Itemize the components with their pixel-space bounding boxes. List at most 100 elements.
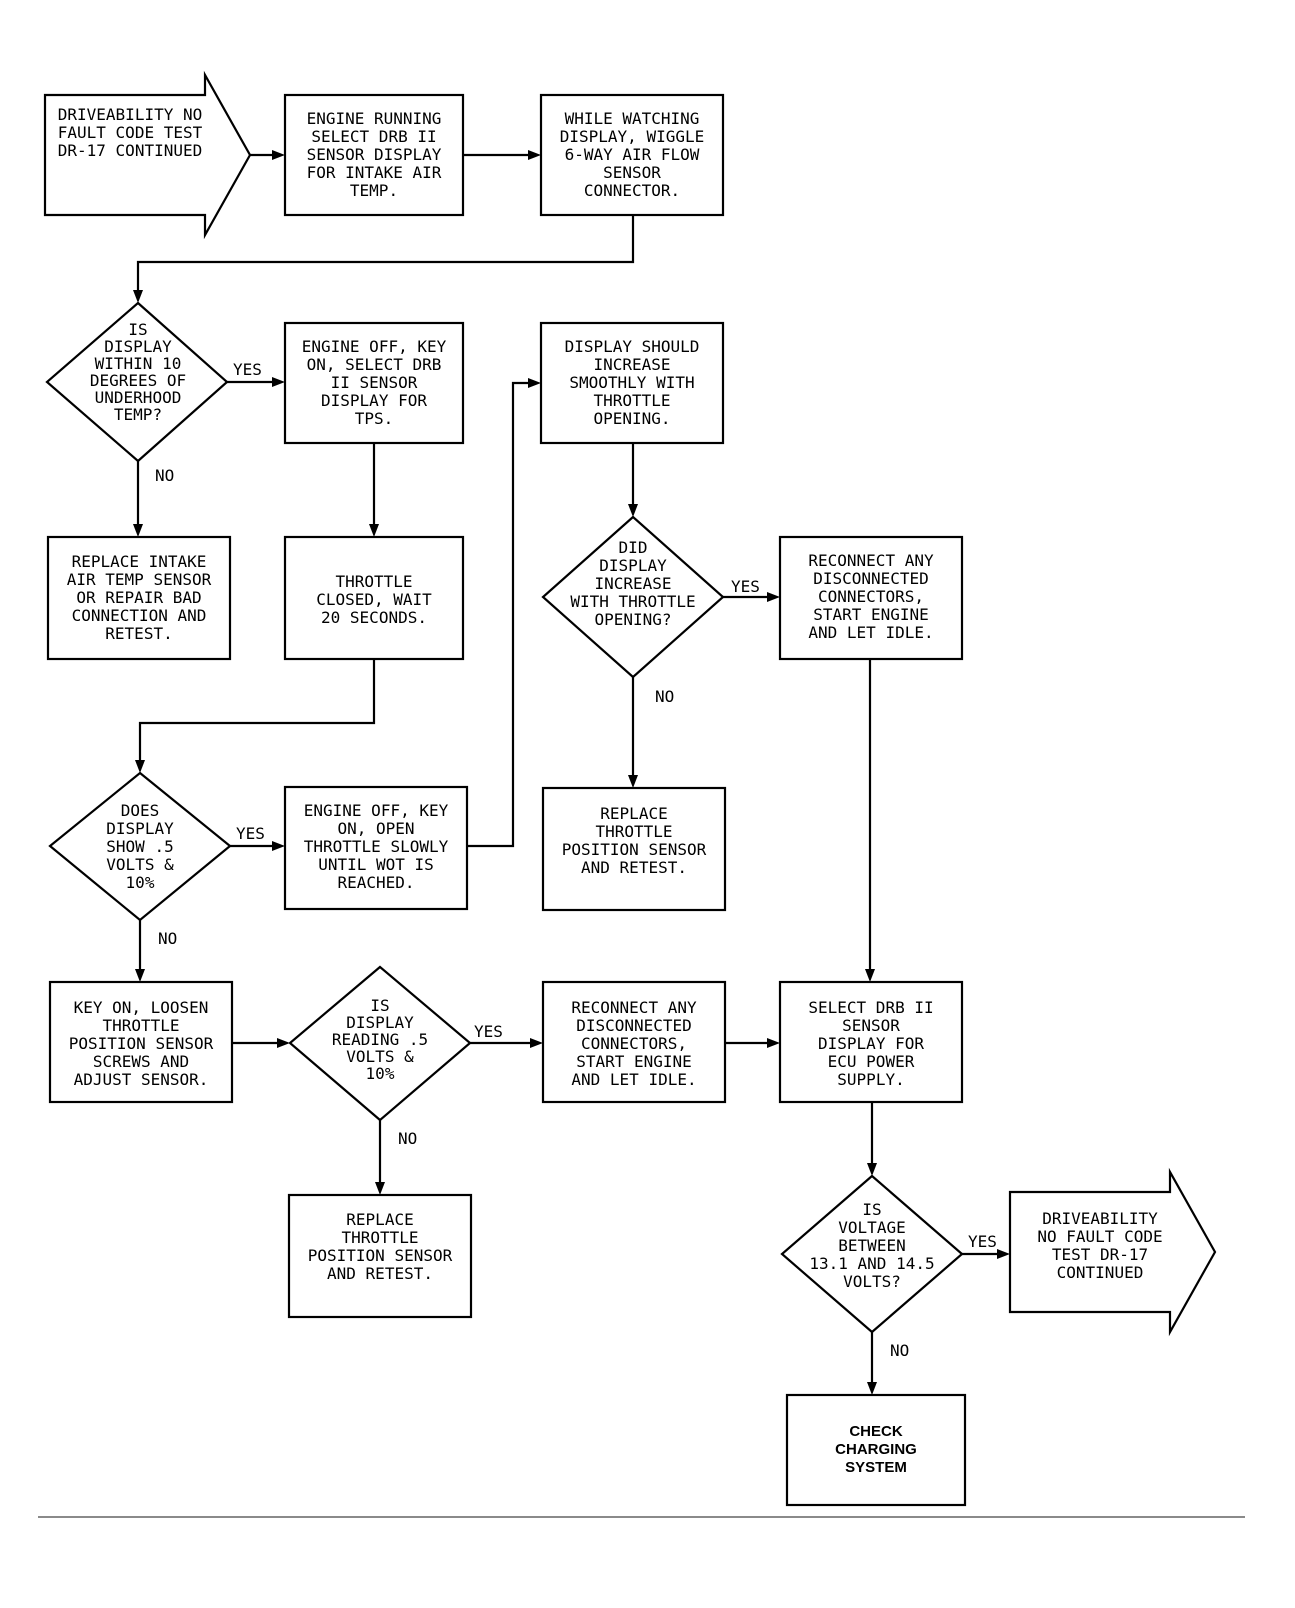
edge-label-no: NO: [655, 687, 674, 706]
throttle-closed-line: CLOSED, WAIT: [316, 590, 432, 609]
does-display-line: SHOW .5: [106, 837, 173, 856]
display-within-line: DISPLAY: [104, 337, 172, 356]
does-display-line: VOLTS &: [106, 855, 174, 874]
throttle-closed-box: [283, 535, 465, 661]
does-display-line: 10%: [126, 873, 155, 892]
display-should-line: OPENING.: [593, 409, 670, 428]
display-should-line: SMOOTHLY WITH: [569, 373, 694, 392]
is-display-reading-line: READING .5: [332, 1030, 428, 1049]
key-on-loosen-line: ADJUST SENSOR.: [74, 1070, 209, 1089]
end-arrow-line: CONTINUED: [1057, 1263, 1144, 1282]
check-charging-box: [785, 1393, 967, 1507]
while-watching-line: DISPLAY, WIGGLE: [560, 127, 705, 146]
throttle-closed-line: THROTTLE: [335, 572, 412, 591]
connectors: [133, 150, 1010, 1395]
reconnect-top-line: CONNECTORS,: [818, 587, 924, 606]
select-ecu-box: [778, 980, 964, 1104]
reconnect-bottom-box: [541, 980, 727, 1104]
reconnect-bottom-line: DISCONNECTED: [576, 1016, 692, 1035]
key-on-loosen-line: SCREWS AND: [93, 1052, 189, 1071]
edge-label-no: NO: [398, 1129, 417, 1148]
did-display-line: DISPLAY: [599, 556, 667, 575]
edge-label-yes: YES: [236, 824, 265, 843]
select-ecu-line: SELECT DRB II: [808, 998, 933, 1017]
engine-off-open-line: ENGINE OFF, KEY: [304, 801, 449, 820]
did-display-line: WITH THROTTLE: [570, 592, 695, 611]
replace-intake-line: CONNECTION AND: [72, 606, 207, 625]
display-within-line: DEGREES OF: [90, 371, 186, 390]
replace-intake-line: AIR TEMP SENSOR: [67, 570, 212, 589]
replace-tps-bottom-box: [287, 1193, 473, 1319]
is-display-reading-line: DISPLAY: [346, 1013, 414, 1032]
start-arrow-line: FAULT CODE TEST: [58, 123, 203, 142]
end-arrow-line: TEST DR-17: [1052, 1245, 1148, 1264]
engine-running-line: ENGINE RUNNING: [307, 109, 442, 128]
replace-tps-bottom-line: POSITION SENSOR: [308, 1246, 453, 1265]
start-arrow-shape: [43, 70, 252, 240]
engine-off-tps-box: [283, 321, 465, 445]
engine-off-tps-line: ENGINE OFF, KEY: [302, 337, 447, 356]
display-should-line: INCREASE: [593, 355, 670, 374]
edge-label-yes: YES: [968, 1232, 997, 1251]
reconnect-bottom-line: RECONNECT ANY: [571, 998, 697, 1017]
while-watching-line: CONNECTOR.: [584, 181, 680, 200]
end-arrow-line: DRIVEABILITY: [1042, 1209, 1158, 1228]
reconnect-bottom-line: CONNECTORS,: [581, 1034, 687, 1053]
reconnect-top-box: [778, 535, 964, 661]
is-display-reading-line: IS: [370, 996, 389, 1015]
is-voltage-line: VOLTAGE: [838, 1218, 905, 1237]
replace-tps-bottom-line: THROTTLE: [341, 1228, 418, 1247]
select-ecu-line: SENSOR: [842, 1016, 900, 1035]
reconnect-bottom-line: START ENGINE: [576, 1052, 692, 1071]
replace-tps-bottom-line: AND RETEST.: [327, 1264, 433, 1283]
engine-off-open-line: UNTIL WOT IS: [318, 855, 434, 874]
while-watching-line: SENSOR: [603, 163, 661, 182]
display-within-line: UNDERHOOD: [95, 388, 182, 407]
replace-intake-line: RETEST.: [105, 624, 172, 643]
select-ecu-line: DISPLAY FOR: [818, 1034, 924, 1053]
edge-label-yes: YES: [731, 577, 760, 596]
key-on-loosen-line: THROTTLE: [102, 1016, 179, 1035]
engine-off-open-line: REACHED.: [337, 873, 414, 892]
engine-off-open-line: ON, OPEN: [337, 819, 414, 838]
engine-off-open-line: THROTTLE SLOWLY: [304, 837, 449, 856]
end-arrow-line: NO FAULT CODE: [1037, 1227, 1162, 1246]
reconnect-top-line: RECONNECT ANY: [808, 551, 934, 570]
edge-label-yes: YES: [233, 360, 262, 379]
display-should-box: [539, 321, 725, 445]
is-voltage-line: VOLTS?: [843, 1272, 901, 1291]
replace-intake-box: [46, 535, 232, 661]
throttle-closed-line: 20 SECONDS.: [321, 608, 427, 627]
engine-off-tps-line: ON, SELECT DRB: [307, 355, 442, 374]
engine-running-line: SELECT DRB II: [311, 127, 436, 146]
did-display-line: OPENING?: [594, 610, 671, 629]
edge-label-no: NO: [155, 466, 174, 485]
replace-tps-bottom-line: REPLACE: [346, 1210, 413, 1229]
engine-off-tps-line: TPS.: [355, 409, 394, 428]
edge-label-no: NO: [158, 929, 177, 948]
reconnect-top-line: AND LET IDLE.: [808, 623, 933, 642]
while-watching-line: WHILE WATCHING: [565, 109, 700, 128]
replace-tps-right-line: THROTTLE: [595, 822, 672, 841]
is-voltage-line: 13.1 AND 14.5: [809, 1254, 934, 1273]
replace-intake-line: REPLACE INTAKE: [72, 552, 207, 571]
replace-tps-right-box: [541, 786, 727, 912]
engine-running-line: FOR INTAKE AIR: [307, 163, 442, 182]
